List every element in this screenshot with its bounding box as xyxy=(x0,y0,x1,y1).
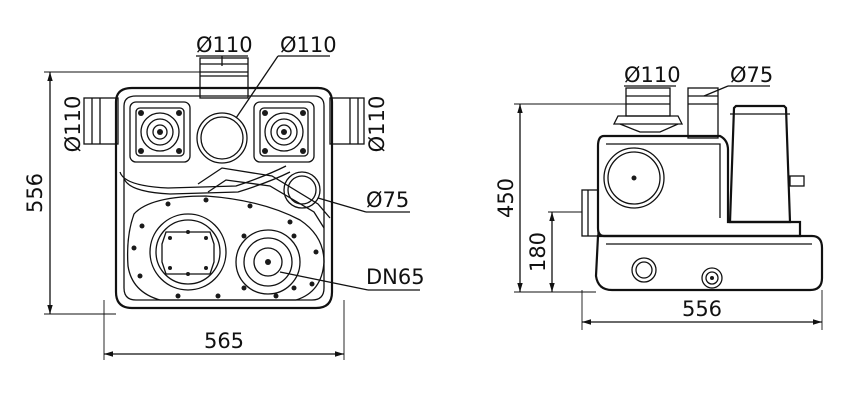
side-base-outline xyxy=(594,234,824,292)
side-tank-inlet xyxy=(603,147,665,209)
left-inlet-pipe xyxy=(83,97,119,145)
side-top-inlet xyxy=(612,87,684,133)
side-label-vent: Ø75 xyxy=(730,63,773,87)
plan-label-vent: Ø75 xyxy=(366,188,409,212)
motor-cover-handle xyxy=(789,175,805,187)
plan-label-top-right-inlet: Ø110 xyxy=(280,33,337,57)
plan-label-discharge: DN65 xyxy=(366,265,425,289)
right-inlet-pipe xyxy=(329,97,365,145)
pump-chamber-outline xyxy=(126,195,325,301)
plan-view: 556 565 Ø110 Ø110 Ø110 Ø110 Ø75 DN65 xyxy=(23,33,425,360)
plan-dim-height: 556 xyxy=(23,173,47,213)
side-base-ports xyxy=(631,257,723,289)
leader-vent xyxy=(317,197,367,213)
side-dim-inlet-height: 180 xyxy=(526,232,550,272)
chamber-bolts xyxy=(131,197,319,299)
side-dim-height: 450 xyxy=(494,178,518,218)
vent-opening xyxy=(283,171,321,209)
side-leader-vent xyxy=(703,85,729,97)
plan-label-side-left-inlet: Ø110 xyxy=(61,96,85,153)
plan-label-side-right-inlet: Ø110 xyxy=(365,96,389,153)
top-inlet-pipe xyxy=(199,57,249,99)
leader-top-right-diag xyxy=(235,55,279,119)
right-inlet-flange xyxy=(253,101,315,163)
rib-line-inner xyxy=(207,179,325,229)
side-tank-inner xyxy=(606,143,721,218)
plan-dim-width: 565 xyxy=(204,329,244,353)
plan-body-outline xyxy=(114,86,334,310)
left-inlet-flange xyxy=(129,101,191,163)
side-motor-cover xyxy=(728,104,792,224)
side-vent-pipe xyxy=(687,87,719,139)
side-view: 450 180 556 Ø110 Ø75 xyxy=(494,63,824,330)
center-inlet-opening xyxy=(196,112,248,164)
side-dim-length: 556 xyxy=(682,297,722,321)
plan-body-inner xyxy=(123,95,325,301)
plan-label-top-left-inlet: Ø110 xyxy=(196,33,253,57)
side-tank-outline xyxy=(596,134,802,238)
leader-discharge xyxy=(279,271,369,291)
lid-divider xyxy=(119,165,287,189)
motor-housing xyxy=(149,213,227,291)
discharge-outlet xyxy=(235,229,301,295)
side-left-stub xyxy=(581,189,599,237)
side-label-inlet: Ø110 xyxy=(624,63,681,87)
rib-line xyxy=(197,167,331,219)
